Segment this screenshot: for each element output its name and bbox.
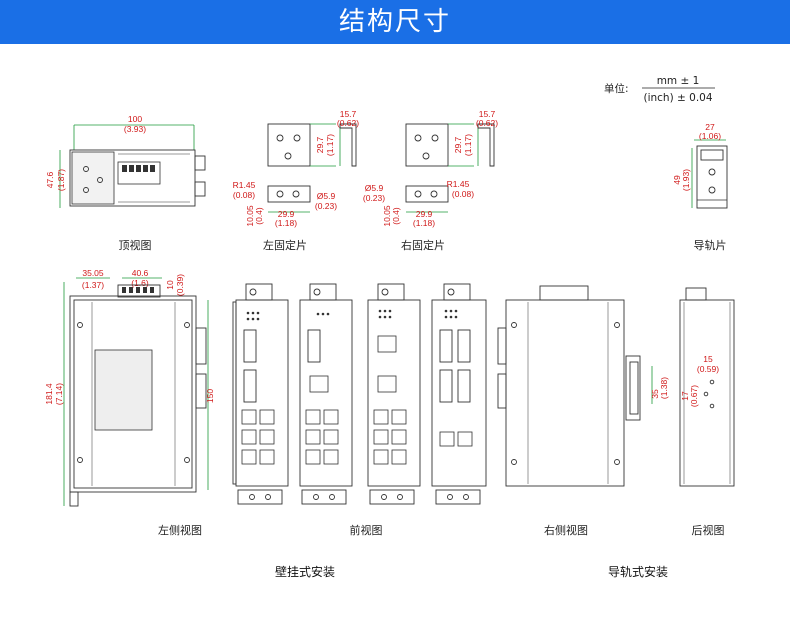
dim-rv-b-inch: (0.67) [689, 385, 699, 407]
dim-top-width-inch: (3.93) [124, 124, 146, 134]
dim-rb-base-height-inch: (0.4) [391, 207, 401, 225]
group-wall-mount: 壁挂式安装 [275, 564, 335, 579]
caption-top-view: 顶视图 [119, 238, 152, 252]
dim-top-height-inch: (1.87) [56, 169, 66, 191]
dim-rc-width: 27 [705, 122, 715, 132]
caption-right-side: 右侧视图 [544, 523, 588, 537]
right-side-view: 35 (1.38) 右侧视图 [497, 285, 669, 537]
dim-rv-a-inch: (0.59) [697, 364, 719, 374]
dim-rv-b: 17 [680, 391, 690, 401]
dim-lb-height: 29.7 [315, 136, 325, 153]
rear-view: 15 (0.59) 17 (0.67) 后视图 [679, 287, 735, 537]
dim-lb-base-height-inch: (0.4) [254, 207, 264, 225]
dimension-drawing: 单位: mm ± 1 (inch) ± 0.04 100 (3.93) 47.6… [44, 75, 735, 579]
dim-lb-base-width: 29.9 [278, 209, 295, 219]
dim-rb-height: 29.7 [453, 136, 463, 153]
page-title: 结构尺寸 [338, 7, 451, 37]
caption-left-bracket: 左固定片 [263, 238, 307, 252]
dim-rb-height-inch: (1.17) [463, 134, 473, 156]
dim-ls-height2: 150 [205, 389, 215, 403]
unit-mm: mm ± 1 [657, 75, 700, 87]
left-bracket-view: 29.7 (1.17) 15.7 (0.62) R1.45 (0.08) Ø5.… [233, 109, 360, 252]
dim-ls-height: 181.4 [44, 383, 54, 405]
dim-lb-diameter-inch: (0.23) [315, 201, 337, 211]
title-banner: 结构尺寸 [0, 0, 790, 44]
dim-ls-height-inch: (7.14) [54, 383, 64, 405]
dim-lb-radius: R1.45 [233, 180, 256, 190]
front-view-1 [232, 283, 289, 505]
dim-rb-base-height: 10.05 [382, 205, 392, 227]
dim-lb-radius-inch: (0.08) [233, 190, 255, 200]
top-view: 100 (3.93) 47.6 (1.87) 顶视图 [45, 114, 206, 252]
left-side-view: 35.05 (1.37) 40.6 (1.6) 10 (0.39) 181.4 … [44, 268, 215, 537]
unit-prefix: 单位: [604, 82, 629, 95]
dim-lb-base-width-inch: (1.18) [275, 218, 297, 228]
dim-rb-width-inch: (0.62) [476, 118, 498, 128]
front-view-2 [299, 283, 353, 505]
dim-ls-b-inch: (1.6) [131, 278, 149, 288]
front-view-3 [367, 283, 421, 505]
dim-lb-diameter: Ø5.9 [317, 191, 336, 201]
right-bracket-view: 29.7 (1.17) 15.7 (0.62) Ø5.9 (0.23) R1.4… [363, 109, 498, 252]
dim-rb-base-width-inch: (1.18) [413, 218, 435, 228]
dim-rb-diameter-inch: (0.23) [363, 193, 385, 203]
group-din-mount: 导轨式安装 [608, 564, 668, 579]
caption-rear: 后视图 [692, 523, 725, 537]
dim-rs-rail: 35 [650, 389, 660, 399]
dim-top-height: 47.6 [45, 171, 55, 188]
dim-ls-a: 35.05 [82, 268, 104, 278]
dim-rb-radius: R1.45 [447, 179, 470, 189]
dim-ls-c: 10 [165, 280, 175, 290]
dim-rb-radius-inch: (0.08) [452, 189, 474, 199]
caption-rail-clip: 导轨片 [694, 238, 727, 252]
dim-lb-base-height: 10.05 [245, 205, 255, 227]
rail-clip-view: 27 (1.06) 49 (1.93) 导轨片 [672, 122, 728, 252]
dim-lb-height-inch: (1.17) [325, 134, 335, 156]
dim-rv-a: 15 [703, 354, 713, 364]
front-view-4 [431, 283, 487, 505]
dim-ls-a-inch: (1.37) [82, 280, 104, 290]
dim-rs-rail-inch: (1.38) [659, 377, 669, 399]
dim-top-width: 100 [128, 114, 142, 124]
unit-legend: 单位: mm ± 1 (inch) ± 0.04 [604, 75, 715, 104]
dim-rc-height: 49 [672, 175, 682, 185]
dim-rb-base-width: 29.9 [416, 209, 433, 219]
unit-inch: (inch) ± 0.04 [643, 92, 712, 104]
caption-right-bracket: 右固定片 [401, 238, 445, 252]
caption-front: 前视图 [350, 523, 383, 537]
dim-lb-width-inch: (0.62) [337, 118, 359, 128]
dim-rb-width: 15.7 [479, 109, 496, 119]
dim-ls-b: 40.6 [132, 268, 149, 278]
dim-lb-width: 15.7 [340, 109, 357, 119]
dim-ls-c-inch: (0.39) [175, 274, 185, 296]
dim-rc-height-inch: (1.93) [681, 169, 691, 191]
caption-left-side: 左侧视图 [158, 523, 202, 537]
dim-rb-diameter: Ø5.9 [365, 183, 384, 193]
dim-rc-width-inch: (1.06) [699, 131, 721, 141]
